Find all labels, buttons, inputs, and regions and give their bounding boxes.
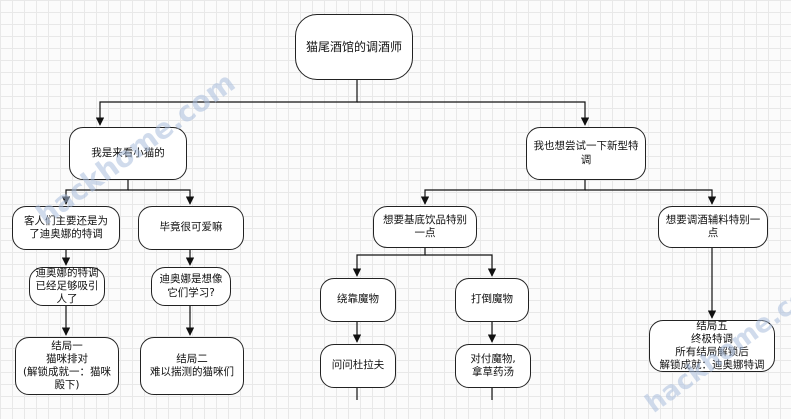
- node-b1-text: 想要基底饮品特别 一点: [383, 213, 467, 239]
- node-b1b: 打倒魔物: [455, 278, 529, 322]
- connector-a-a1: [61, 180, 129, 205]
- node-a1a-text: 迪奥娜的特调 已经足够吸引 人了: [35, 266, 99, 306]
- connector-root-a: [95, 80, 358, 126]
- node-a2a: 迪奥娜是想像 它们学习?: [151, 267, 231, 306]
- connector-root-b: [357, 101, 590, 126]
- node-end5-text: 结局五 终极特调 所有结局解锁后 解锁成就：迪奥娜特调: [659, 319, 765, 372]
- flowchart-connectors: [61, 80, 717, 400]
- node-a2a-text: 迪奥娜是想像 它们学习?: [159, 273, 223, 299]
- node-b2-text: 想要调酒辅料特别一 点: [665, 213, 761, 239]
- node-end1-text: 结局一 猫咪排对 (解锁成就一：猫咪 殿下): [22, 339, 112, 392]
- connector-b1-b1b: [425, 254, 497, 277]
- node-b1a: 绕靠魔物: [320, 278, 396, 322]
- node-b1: 想要基底饮品特别 一点: [373, 206, 477, 248]
- node-end5: 结局五 终极特调 所有结局解锁后 解锁成就：迪奥娜特调: [649, 320, 775, 372]
- connector-b1-b1a: [352, 248, 426, 277]
- node-a-text: 我是来看小猫的: [91, 146, 165, 159]
- node-b1a1-text: 问问杜拉夫: [331, 359, 385, 372]
- node-end2: 结局二 难以揣测的猫咪们: [140, 337, 244, 395]
- node-b1b1-text: 对付魔物, 拿草药汤: [470, 352, 516, 378]
- root-node: 猫尾酒馆的调酒师: [295, 14, 413, 80]
- root-node-text: 猫尾酒馆的调酒师: [305, 39, 402, 54]
- node-a1: 客人们主要还是为 了迪奥娜的特调: [12, 206, 120, 250]
- node-a: 我是来看小猫的: [69, 127, 187, 180]
- node-end1: 结局一 猫咪排对 (解锁成就一：猫咪 殿下): [15, 337, 119, 395]
- node-b1b-text: 打倒魔物: [471, 293, 513, 306]
- node-b2: 想要调酒辅料特别一 点: [658, 206, 768, 248]
- node-a1a: 迪奥娜的特调 已经足够吸引 人了: [29, 267, 105, 306]
- node-b1a1: 问问杜拉夫: [320, 344, 396, 388]
- node-a2-text: 毕竟很可爱嘛: [159, 221, 223, 234]
- node-b-text: 我也想尝试一下新型特 调: [533, 140, 639, 166]
- node-a1-text: 客人们主要还是为 了迪奥娜的特调: [24, 214, 108, 240]
- node-b1a-text: 绕靠魔物: [337, 293, 379, 306]
- connector-b-b2: [585, 189, 717, 205]
- node-b1b1: 对付魔物, 拿草药汤: [455, 344, 531, 388]
- node-b: 我也想尝试一下新型特 调: [526, 127, 646, 180]
- node-a2: 毕竟很可爱嘛: [138, 206, 244, 250]
- connector-a-a2: [128, 189, 195, 205]
- node-end2-text: 结局二 难以揣测的猫咪们: [150, 352, 234, 378]
- connector-b-b1: [420, 180, 586, 205]
